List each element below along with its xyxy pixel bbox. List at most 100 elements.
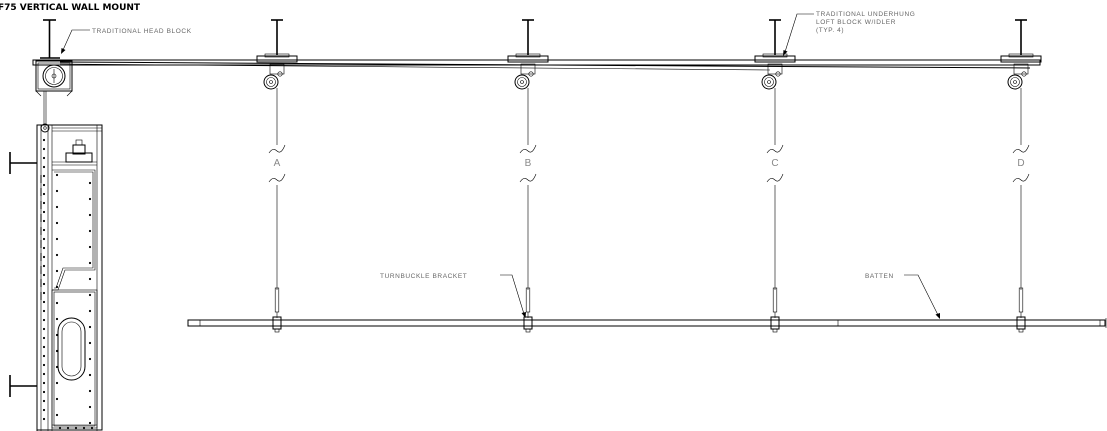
rivet-pattern — [42, 138, 94, 430]
rivet — [55, 397, 59, 401]
rivet — [42, 192, 46, 196]
rivet — [42, 408, 46, 412]
rivet — [42, 237, 46, 241]
rivet — [42, 381, 46, 385]
rivet — [88, 405, 92, 409]
rivet — [42, 318, 46, 322]
loft-block-note-line-3: (TYP. 4) — [816, 27, 844, 34]
rivet — [42, 372, 46, 376]
loft-block-callout: TRADITIONAL UNDERHUNG LOFT BLOCK W/IDLER… — [783, 11, 915, 56]
rivet — [55, 253, 59, 257]
rivet — [42, 363, 46, 367]
rivet — [42, 345, 46, 349]
lift-cable — [59, 61, 1031, 71]
rivet — [42, 201, 46, 205]
rivet — [88, 197, 92, 201]
turnbuckle-d — [1016, 287, 1026, 333]
line-label-a: A — [274, 158, 281, 169]
turnbuckle-brackets — [272, 287, 1026, 333]
break-mark — [268, 173, 286, 183]
rivet — [55, 301, 59, 305]
rivet — [88, 277, 92, 281]
rivet — [90, 426, 94, 430]
rivet — [55, 381, 59, 385]
line-label-b: B — [525, 158, 532, 169]
lift-line-b — [519, 88, 537, 290]
line-label-c: C — [771, 158, 778, 169]
rivet — [42, 255, 46, 259]
rivet — [55, 349, 59, 353]
rivet — [88, 373, 92, 377]
loft-block-note-line-1: TRADITIONAL UNDERHUNG — [816, 11, 915, 18]
rivet — [42, 138, 46, 142]
loft-block-note-line-2: LOFT BLOCK W/IDLER — [816, 19, 896, 26]
break-mark — [519, 144, 537, 154]
rivet — [88, 293, 92, 297]
break-mark — [1012, 144, 1030, 154]
rivet — [42, 228, 46, 232]
rivet — [42, 219, 46, 223]
drawing-title: F75 VERTICAL WALL MOUNT — [0, 3, 141, 13]
rivet — [88, 421, 92, 425]
turnbuckle-b — [523, 287, 533, 333]
rivet — [55, 317, 59, 321]
rivet — [55, 365, 59, 369]
rivet — [42, 165, 46, 169]
turnbuckle-c — [770, 287, 780, 333]
break-mark — [268, 144, 286, 154]
head-block-note: TRADITIONAL HEAD BLOCK — [92, 28, 192, 35]
rivet — [42, 210, 46, 214]
rivet — [42, 183, 46, 187]
batten-note: BATTEN — [865, 273, 894, 280]
rivet — [42, 291, 46, 295]
lift-lines — [268, 88, 1030, 290]
batten — [187, 318, 1107, 328]
batten-callout: BATTEN — [865, 273, 940, 319]
rivet — [88, 357, 92, 361]
rivet — [42, 147, 46, 151]
rivet — [58, 426, 62, 430]
loft-block-b — [507, 19, 549, 90]
rivet — [88, 389, 92, 393]
rivet — [55, 205, 59, 209]
rivet — [42, 300, 46, 304]
rivet — [55, 413, 59, 417]
lift-line-a — [268, 88, 286, 290]
rivet — [42, 399, 46, 403]
break-mark — [519, 173, 537, 183]
loft-block-c — [754, 19, 796, 90]
turnbuckle-a — [272, 287, 282, 333]
break-mark — [1012, 173, 1030, 183]
rivet — [88, 229, 92, 233]
head-block — [35, 19, 73, 125]
rivet — [88, 341, 92, 345]
rivet — [42, 336, 46, 340]
rivet — [42, 273, 46, 277]
rivet — [42, 174, 46, 178]
loft-block-d — [1000, 19, 1042, 90]
rivet — [42, 327, 46, 331]
rivet — [88, 245, 92, 249]
rivet — [55, 237, 59, 241]
line-label-d: D — [1017, 158, 1024, 169]
loft-blocks — [256, 19, 1042, 90]
rivet — [88, 261, 92, 265]
wall-mount-winch — [9, 123, 103, 431]
rivet — [55, 173, 59, 177]
rivet — [88, 325, 92, 329]
lift-line-c — [766, 88, 784, 290]
rivet — [82, 426, 86, 430]
turnbuckle-note: TURNBUCKLE BRACKET — [380, 273, 467, 280]
rivet — [74, 426, 78, 430]
rivet — [42, 282, 46, 286]
loft-block-a — [256, 19, 298, 90]
rivet — [42, 264, 46, 268]
rivet — [55, 221, 59, 225]
rivet — [55, 269, 59, 273]
rivet — [88, 181, 92, 185]
break-mark — [766, 173, 784, 183]
rivet — [55, 333, 59, 337]
rivet — [42, 354, 46, 358]
rivet — [42, 417, 46, 421]
